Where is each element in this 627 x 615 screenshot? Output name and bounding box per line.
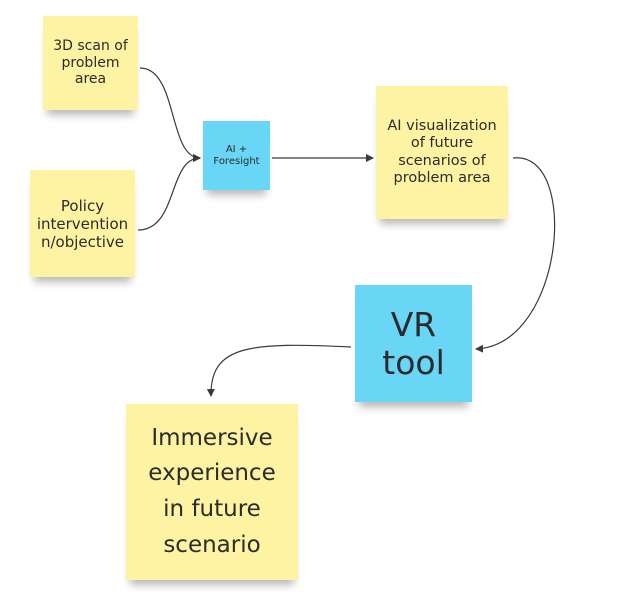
connector-vr-to-immersive[interactable] <box>206 344 352 397</box>
sticky-note-immersive-experience[interactable]: Immersive experience in future scenario <box>126 404 298 580</box>
connector-scan-to-ai[interactable] <box>139 67 201 162</box>
sticky-note-text: Immersive experience in future scenario <box>148 424 276 558</box>
sticky-note-ai-visualization[interactable]: AI visualization of future scenarios of … <box>376 86 508 219</box>
sticky-note-ai-foresight[interactable]: AI + Foresight <box>203 121 270 190</box>
sticky-note-text: AI + Foresight <box>213 143 260 167</box>
sticky-note-text: 3D scan of problem area <box>53 37 128 88</box>
sticky-note-text: AI visualization of future scenarios of … <box>387 117 497 186</box>
sticky-note-vr-tool[interactable]: VR tool <box>355 285 472 402</box>
sticky-note-policy[interactable]: Policy intervention n/objective <box>30 170 135 277</box>
sticky-note-text: VR tool <box>382 304 445 382</box>
sticky-note-text: Policy intervention n/objective <box>36 196 129 251</box>
connector-policy-to-ai[interactable] <box>137 154 201 231</box>
sticky-note-3d-scan[interactable]: 3D scan of problem area <box>43 16 138 110</box>
